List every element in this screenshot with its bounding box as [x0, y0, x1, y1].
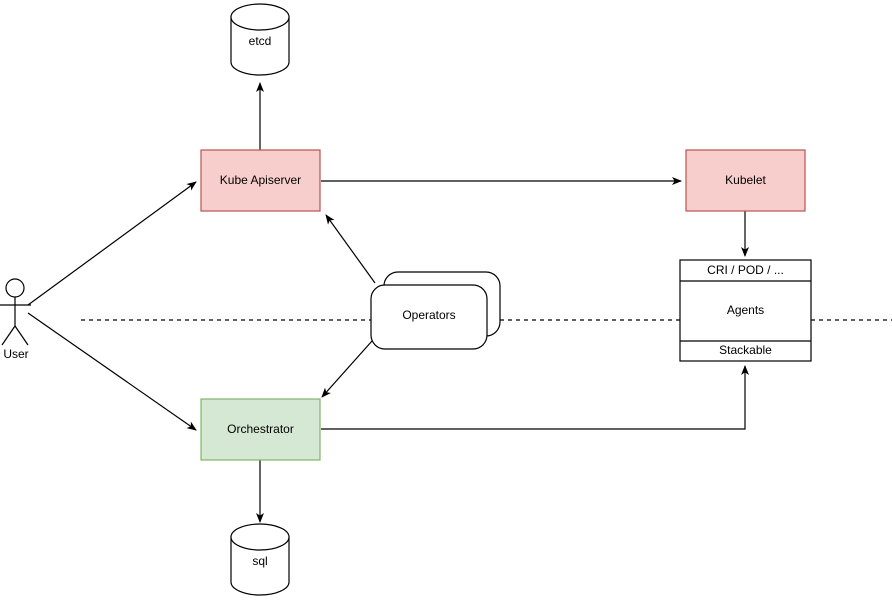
edge-user-to-orchestrator: [27, 312, 197, 431]
node-orchestrator[interactable]: Orchestrator: [200, 398, 321, 461]
node-user[interactable]: User: [0, 278, 31, 361]
edge-operators-to-orchestrator: [321, 340, 373, 398]
node-kube-apiserver-label: Kube Apiserver: [220, 173, 301, 187]
agents-outer-frame: [679, 259, 812, 362]
node-agents[interactable]: CRI / POD / ... Agents Stackable: [679, 259, 812, 362]
node-operators-label: Operators: [402, 308, 455, 322]
node-kubelet[interactable]: Kubelet: [685, 149, 806, 212]
node-etcd-label: etcd: [249, 34, 272, 48]
operators-front-card: [370, 284, 488, 350]
node-kubelet-label: Kubelet: [725, 173, 766, 187]
node-sql[interactable]: sql: [230, 523, 290, 596]
node-agents-body-label: Agents: [727, 303, 764, 317]
edge-orchestrator-to-agents: [321, 365, 749, 430]
node-agents-footer-label: Stackable: [719, 343, 772, 357]
node-operators[interactable]: Operators: [370, 271, 501, 350]
node-sql-label: sql: [252, 554, 267, 568]
node-agents-header-label: CRI / POD / ...: [707, 263, 784, 277]
node-orchestrator-label: Orchestrator: [227, 422, 294, 436]
user-head-icon: [5, 278, 25, 298]
node-kube-apiserver[interactable]: Kube Apiserver: [200, 149, 321, 212]
user-right-leg-line: [14, 325, 29, 346]
edge-user-to-kube-apiserver: [27, 181, 197, 306]
edge-operators-to-kube-apiserver: [325, 214, 376, 284]
user-left-leg-line: [1, 325, 16, 346]
node-etcd[interactable]: etcd: [230, 3, 290, 76]
node-user-label: User: [3, 347, 28, 361]
